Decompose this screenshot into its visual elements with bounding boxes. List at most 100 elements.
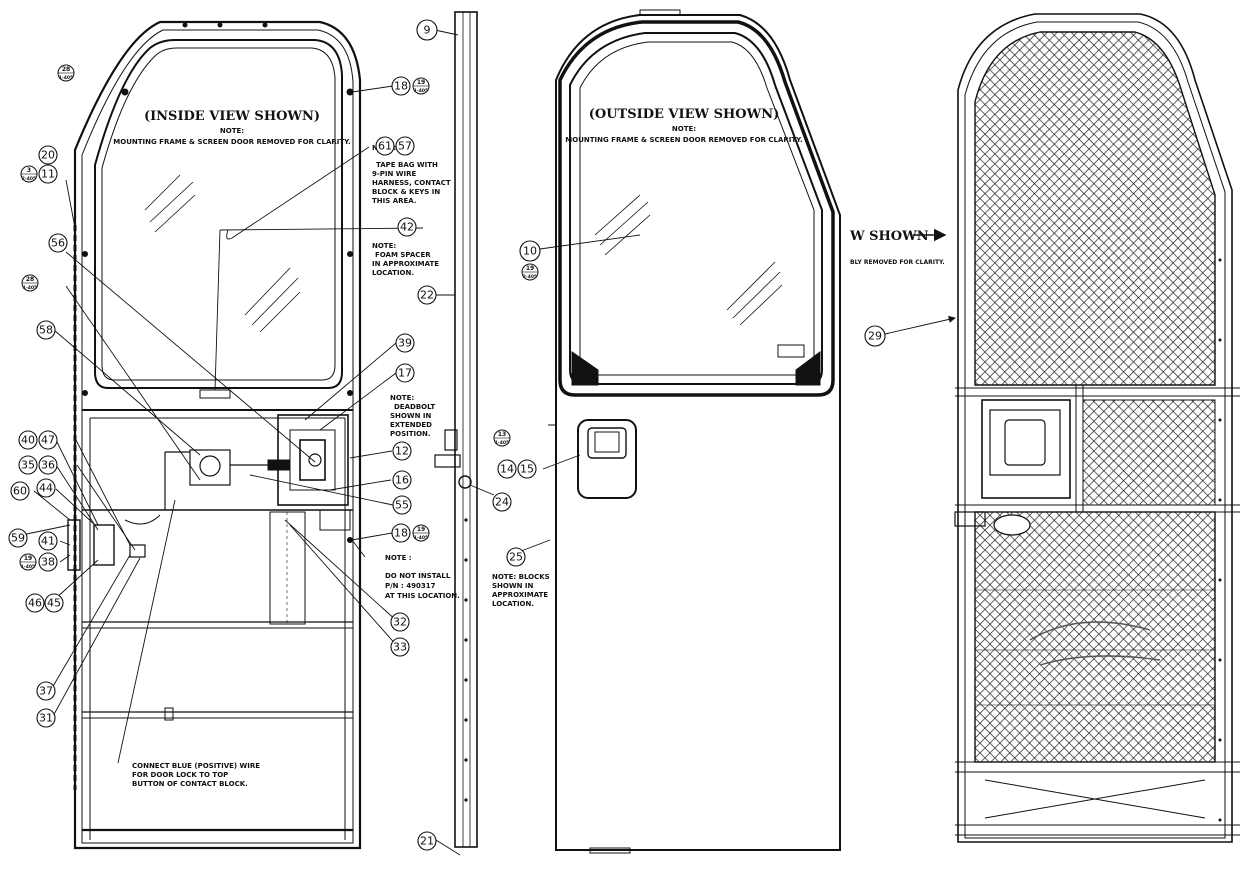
callout-18b	[391, 523, 411, 543]
callout-21	[417, 831, 437, 851]
drawing-label: LOCATION.	[372, 269, 414, 277]
callout-55	[392, 495, 412, 515]
sheet-ref-13: 13 1-405	[493, 429, 511, 447]
drawing-label: 10	[523, 245, 537, 258]
drawing-label: SHOWN IN	[390, 412, 431, 420]
drawing-label: 13	[498, 431, 506, 438]
callout-24	[492, 492, 512, 512]
drawing-label: 2-405	[22, 176, 36, 182]
drawing-label: NOTE:	[390, 394, 414, 402]
sheet-ref-19a: 19 1-405	[412, 77, 430, 95]
drawing-label: SHOWN IN	[492, 582, 533, 590]
drawing-label: IN APPROXIMATE	[372, 260, 439, 268]
drawing-label: 31	[39, 712, 53, 725]
drawing-label: FOR DOOR LOCK TO TOP	[132, 771, 228, 779]
screen-view-partial-note: BLY REMOVED FOR CLARITY.	[850, 259, 945, 266]
drawing-label: HARNESS, CONTACT	[372, 179, 451, 187]
drawing-label: 20	[41, 149, 55, 162]
drawing-label: 17	[398, 367, 412, 380]
callout-44	[36, 478, 56, 498]
callout-56	[48, 233, 68, 253]
callout-20	[38, 145, 58, 165]
drawing-label: 11	[41, 168, 55, 181]
drawing-label: 36	[41, 459, 55, 472]
sheet-ref-3: 3 2-405	[20, 165, 38, 183]
inside-view-note: MOUNTING FRAME & SCREEN DOOR REMOVED FOR…	[113, 138, 350, 146]
edge-view	[434, 11, 478, 848]
drawing-label: EXTENDED	[390, 421, 432, 429]
callout-36	[38, 455, 58, 475]
callout-9	[416, 19, 438, 41]
callout-numbers: 9 18 20 11 61 57 42 56 22 58 39 17 40 47…	[11, 24, 882, 848]
drawing-label: 14	[500, 463, 514, 476]
drawing-label: 28	[62, 66, 70, 73]
drawing-label: 42	[400, 221, 414, 234]
drawing-label: 47	[41, 434, 55, 447]
note-blue-wire: CONNECT BLUE (POSITIVE) WIRE FOR DOOR LO…	[132, 762, 260, 788]
inside-view-title: (INSIDE VIEW SHOWN)	[144, 109, 320, 124]
callout-35	[18, 455, 38, 475]
drawing-label: 19	[24, 555, 32, 562]
drawing-label: 18	[394, 527, 408, 540]
drawing-label: 58	[39, 324, 53, 337]
leader-lines	[16, 29, 956, 856]
drawing-label: 9	[424, 24, 431, 37]
note-blocks: NOTE: BLOCKS SHOWN IN APPROXIMATE LOCATI…	[492, 573, 550, 608]
sheet-reference-bubbles: 28 1-405 19 1-405 3 2-405 28 1-405 19 1-…	[19, 64, 539, 571]
drawing-label: LOCATION.	[492, 600, 534, 608]
drawing-label: 1-405	[414, 88, 428, 94]
callout-14	[497, 459, 517, 479]
drawing-label: AT THIS LOCATION.	[385, 592, 460, 600]
sheet-ref-19b: 19 1-405	[412, 524, 430, 542]
drawing-label: 1-405	[21, 564, 35, 570]
callout-25	[506, 547, 526, 567]
drawing-label: 28	[26, 276, 34, 283]
drawing-label: 55	[395, 499, 409, 512]
drawing-label: CONNECT BLUE (POSITIVE) WIRE	[132, 762, 260, 770]
drawing-label: 25	[509, 551, 523, 564]
callout-41	[38, 531, 58, 551]
drawing-label: P/N : 490317	[385, 582, 436, 590]
drawing-label: 19	[417, 526, 425, 533]
sheet-ref-19c: 19 1-405	[19, 553, 37, 571]
drawing-label: 18	[394, 80, 408, 93]
callout-17	[395, 363, 415, 383]
drawing-label: 1-405	[23, 285, 37, 291]
callout-33	[390, 637, 410, 657]
drawing-label: 16	[395, 474, 409, 487]
callout-46	[25, 593, 45, 613]
callout-29	[864, 325, 886, 347]
drawing-label: 12	[395, 445, 409, 458]
callout-59	[8, 528, 28, 548]
drawing-label: 59	[11, 532, 25, 545]
callout-42	[397, 217, 417, 237]
drawing-label: 1-405	[414, 535, 428, 541]
callout-61	[375, 136, 395, 156]
callout-45	[44, 593, 64, 613]
drawing-label: BLOCK & KEYS IN	[372, 188, 440, 196]
sheet-ref-28a: 28 1-405	[57, 64, 75, 82]
inside-door-view	[67, 20, 362, 850]
drawing-label: 9-PIN WIRE	[372, 170, 417, 178]
outside-view-title: (OUTSIDE VIEW SHOWN)	[589, 107, 780, 122]
drawing-label: BUTTON OF CONTACT BLOCK.	[132, 780, 248, 788]
drawing-label: APPROXIMATE	[492, 591, 548, 599]
drawing-label: 1-405	[495, 440, 509, 446]
drawing-label: 22	[420, 289, 434, 302]
drawing-label: 19	[526, 265, 534, 272]
callout-15	[517, 459, 537, 479]
sheet-ref-28b: 28 1-405	[21, 274, 39, 292]
callout-57	[395, 136, 415, 156]
drawing-label: 32	[393, 616, 407, 629]
callout-balloons	[8, 19, 886, 851]
drawing-label: 45	[47, 597, 61, 610]
drawing-label: 46	[28, 597, 42, 610]
drawing-label: 44	[39, 482, 53, 495]
callout-10	[519, 240, 541, 262]
drawing-label: DO NOT INSTALL	[385, 572, 451, 580]
drawing-label: 1-405	[59, 75, 73, 81]
drawing-label: NOTE: BLOCKS	[492, 573, 550, 581]
drawing-label: 19	[417, 79, 425, 86]
